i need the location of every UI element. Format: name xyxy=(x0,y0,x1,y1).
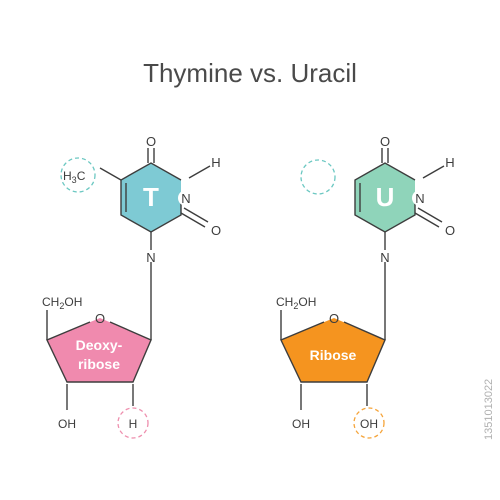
uracil-molecule: N H O O N U O CH2OH Ribose OH OH xyxy=(276,134,455,439)
thymine-nh-bond xyxy=(188,165,211,179)
ribose-oh: OH xyxy=(292,417,310,431)
ribose-bonds xyxy=(280,321,386,383)
thymine-base-letter: T xyxy=(143,182,159,212)
deoxyribose-label-line2: ribose xyxy=(78,356,120,372)
uracil-n1: N xyxy=(380,250,389,265)
uracil-n3-mask xyxy=(412,190,428,206)
thymine-co-right-1 xyxy=(180,212,206,228)
uracil-nh-bond xyxy=(422,165,445,179)
thymine-methyl-label: H3C xyxy=(63,169,86,185)
uracil-o4: O xyxy=(380,134,390,149)
thymine-methyl-highlight xyxy=(60,157,96,193)
thymine-methyl-bond xyxy=(99,167,122,181)
thymine-molecule: N H O O N H3C T O CH2OH Deoxy- ribose OH… xyxy=(42,134,221,439)
deoxyribose-oh: OH xyxy=(58,417,76,431)
uracil-ch2oh: CH2OH xyxy=(276,295,316,311)
deoxyribose-h: H xyxy=(129,417,138,431)
thymine-h3: H xyxy=(211,155,220,170)
thymine-o4: O xyxy=(146,134,156,149)
uracil-o2: O xyxy=(445,223,455,238)
thymine-ring xyxy=(121,163,181,232)
uracil-co-right-1 xyxy=(414,212,440,228)
ribose-label: Ribose xyxy=(310,347,357,363)
ribose-ring xyxy=(281,318,385,382)
deoxyribose-label-line1: Deoxy- xyxy=(76,337,123,353)
page-title: Thymine vs. Uracil xyxy=(143,58,357,88)
watermark-id: 1351013022 xyxy=(483,379,495,440)
thymine-o2: O xyxy=(211,223,221,238)
uracil-ring-bonds xyxy=(354,162,416,233)
ribose-oh-highlight xyxy=(353,407,385,439)
deoxyribose-h-highlight xyxy=(117,407,149,439)
ribose-ring-o: O xyxy=(329,311,339,326)
thymine-ch2oh: CH2OH xyxy=(42,295,82,311)
uracil-ring xyxy=(355,163,415,232)
thymine-ring-bonds xyxy=(120,162,182,233)
deoxyribose-ring-o: O xyxy=(95,311,105,326)
uracil-h3: H xyxy=(445,155,454,170)
deoxyribose-bonds xyxy=(46,321,152,383)
uracil-base-letter: U xyxy=(376,182,395,212)
ribose-oh-circled: OH xyxy=(360,417,378,431)
deoxyribose-spacer xyxy=(47,380,67,384)
uracil-missing-methyl-highlight xyxy=(300,159,336,195)
deoxyribose-ring xyxy=(47,318,151,382)
thymine-n3-mask xyxy=(178,190,194,206)
thymine-n3: N xyxy=(181,191,190,206)
thymine-n1: N xyxy=(146,250,155,265)
uracil-co-right-2 xyxy=(417,207,443,223)
uracil-n3: N xyxy=(415,191,424,206)
thymine-co-right-2 xyxy=(183,207,209,223)
